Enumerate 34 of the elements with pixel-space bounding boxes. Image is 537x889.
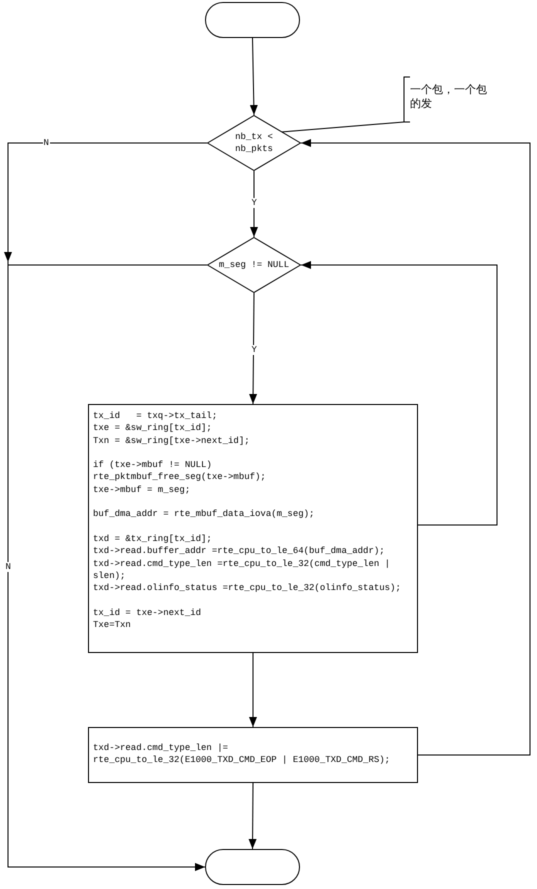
code-line: Txe=Txn [93,619,132,632]
arrow [250,170,258,238]
arrow [248,782,257,850]
process-box [88,727,418,783]
code-line: Txn = &sw_ring[txe->next_id]; [93,434,251,447]
arrow [300,139,530,756]
code-line: txd = &tx_ring[tx_id]; [93,532,213,546]
code-line: rte_pktmbuf_free_seg(txe->mbuf); [93,471,267,484]
edge-label: Y [250,345,258,355]
edge-label: N [4,562,12,572]
code-line: if (txe->mbuf != NULL) [93,459,213,472]
arrow [300,261,498,526]
code-line: txd->read.olinfo_status =rte_cpu_to_le_32(olinfo_status); [93,582,402,594]
process-box [88,404,418,653]
leader-line [280,122,404,132]
arrow [249,292,258,404]
arrow [249,652,257,728]
arrow [8,264,208,871]
code-line: tx_id = txq->tx_tail; [93,410,218,422]
arrow [250,38,258,116]
annotation-text: 一个包，一个包的发 [410,83,487,110]
edge-label: N [42,138,50,148]
code-line: txd->read.cmd_type_len =rte_cpu_to_le_32(cmd_type_len | slen); [93,558,392,582]
code-line: txe->mbuf = m_seg; [93,484,192,496]
terminator-shape [205,849,300,885]
code-line: txe = &sw_ring[tx_id]; [93,422,213,435]
terminator-shape [205,2,300,38]
code-line: txd->read.cmd_type_len |= rte_cpu_to_le_32(E1000_TXD_CMD_EOP | E1000_TXD_CMD_RS); [93,742,392,767]
code-line: tx_id = txe->next_id [93,606,202,620]
code-line: txd->read.buffer_addr =rte_cpu_to_le_64(buf_dma_addr); [93,545,386,558]
condition-text: nb_tx < nb_pkts [234,131,274,155]
code-line: buf_dma_addr = rte_mbuf_data_iova(m_seg); [93,508,316,521]
condition-text: m_seg != NULL [218,259,290,271]
edge-label: Y [250,198,258,208]
